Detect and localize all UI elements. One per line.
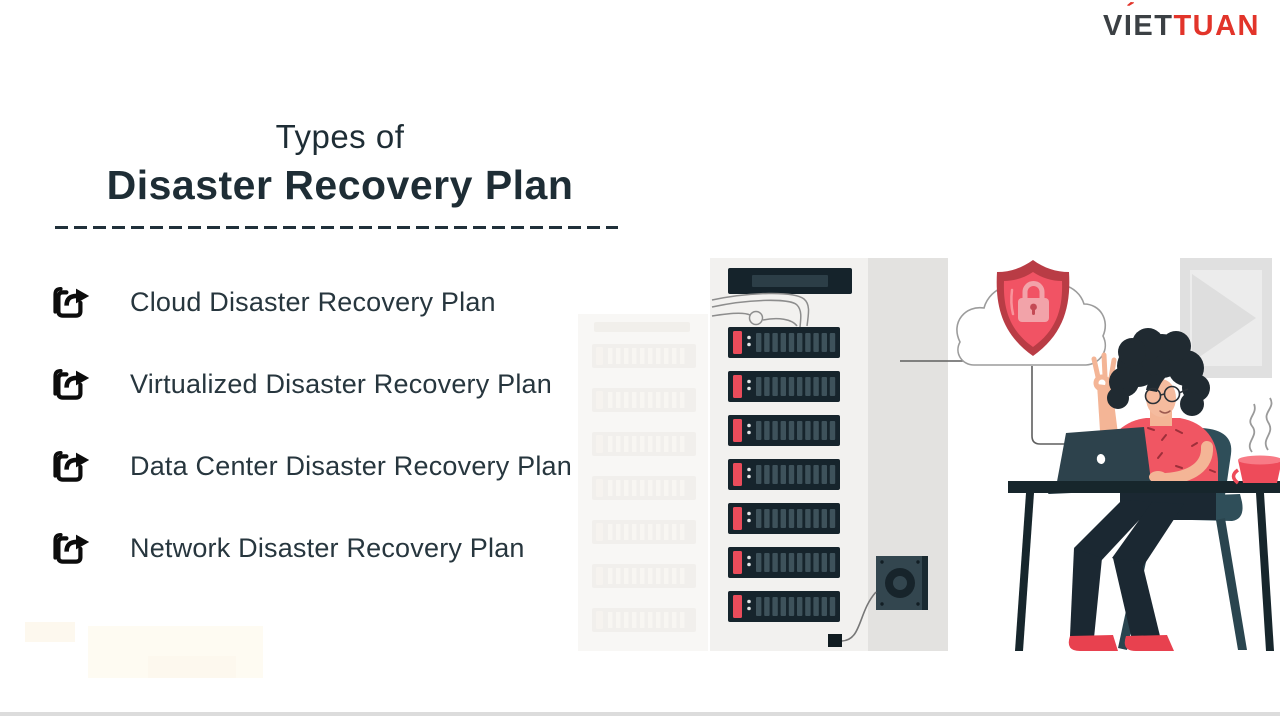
mouth [1159, 410, 1171, 414]
server-units [728, 327, 840, 622]
shield-lock-icon [996, 260, 1070, 356]
bottom-strip [0, 712, 1280, 716]
shoe [1124, 635, 1174, 651]
steam [1248, 403, 1256, 453]
hair [1107, 328, 1210, 416]
padlock-icon [1018, 281, 1049, 322]
ghost-server-rack [578, 314, 708, 651]
cooling-fan [876, 556, 928, 610]
faint-watermark-shapes [25, 622, 263, 678]
typing-arm [1149, 441, 1213, 485]
person-legs [1068, 486, 1216, 651]
server-rack [710, 258, 948, 651]
cable-connector [828, 634, 842, 647]
laptop-logo [1096, 454, 1106, 464]
cloud-to-laptop-line [1031, 366, 1076, 445]
steam [1264, 397, 1273, 451]
shoe [1068, 635, 1118, 651]
coffee-cup [1231, 397, 1280, 485]
desk [1008, 481, 1280, 651]
glasses [1144, 385, 1189, 405]
network-cables [711, 292, 810, 328]
fan-cable [841, 591, 877, 642]
